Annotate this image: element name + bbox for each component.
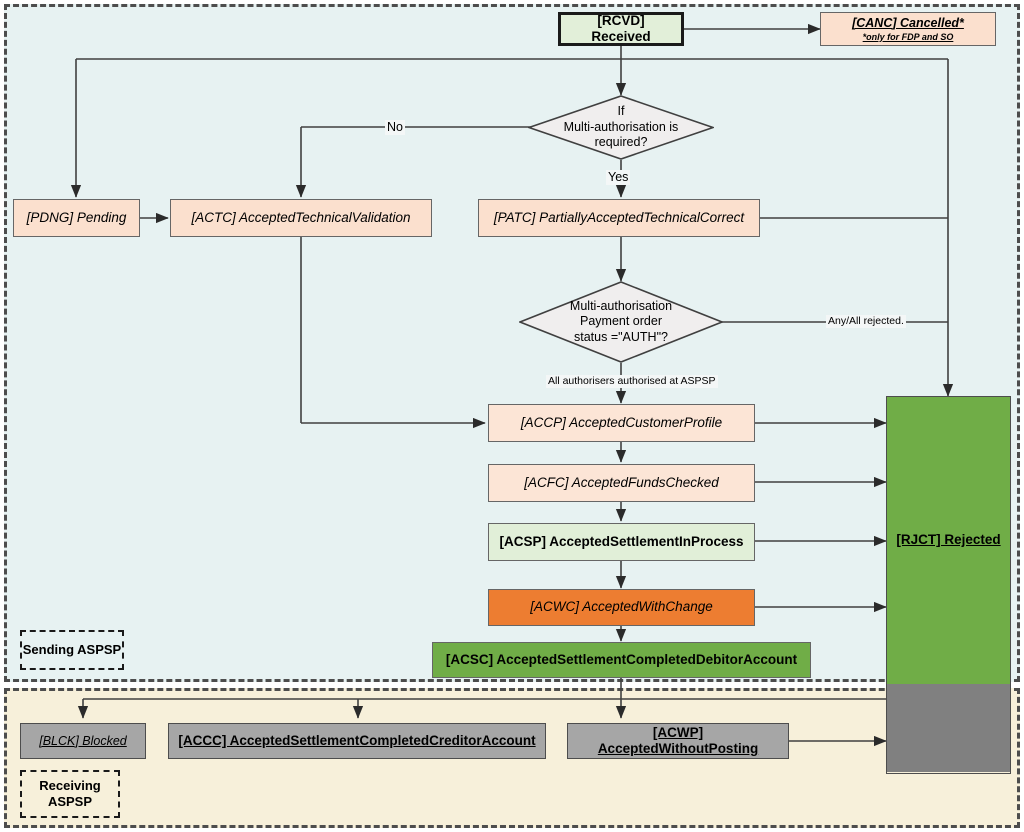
node-label: [ACSP] AcceptedSettlementInProcess [499, 533, 744, 549]
decision-line-1: If [617, 104, 625, 119]
lane-label-receiving-aspsp: Receiving ASPSP [20, 770, 120, 818]
node-label: [CANC] Cancelled* [852, 15, 964, 30]
node-pdng-pending[interactable]: [PDNG] Pending [13, 199, 140, 237]
node-blck-blocked[interactable]: [BLCK] Blocked [20, 723, 146, 759]
node-label: [ACFC] AcceptedFundsChecked [524, 474, 719, 490]
lane-label-text-line2: ASPSP [47, 794, 93, 809]
decision-payment-order-status-auth[interactable]: Multi-authorisation Payment order status… [519, 281, 723, 363]
node-label: [ACSC] AcceptedSettlementCompletedDebito… [445, 651, 798, 667]
node-actc-accepted-technical-validation[interactable]: [ACTC] AcceptedTechnicalValidation [170, 199, 432, 237]
node-label: [RJCT] Rejected [896, 532, 1001, 547]
rjct-grey-segment [887, 684, 1010, 772]
decision-line-2: Payment order [580, 314, 662, 329]
node-label: [BLCK] Blocked [39, 733, 127, 748]
node-acwp-accepted-without-posting[interactable]: [ACWP] AcceptedWithoutPosting [567, 723, 789, 759]
edge-label-all-authorisers: All authorisers authorised at ASPSP [546, 375, 718, 388]
node-label: [PDNG] Pending [26, 209, 127, 225]
lane-sending-aspsp [4, 4, 1020, 682]
node-label: [RCVD] Received [591, 12, 651, 44]
lane-label-text: Sending ASPSP [22, 641, 122, 657]
decision-multi-authorisation-required[interactable]: If Multi-authorisation is required? [528, 95, 714, 160]
node-label: [ACTC] AcceptedTechnicalValidation [191, 209, 411, 225]
node-label: [PATC] PartiallyAcceptedTechnicalCorrect [493, 209, 745, 225]
node-acsp-accepted-settlement-in-process[interactable]: [ACSP] AcceptedSettlementInProcess [488, 523, 755, 561]
edge-label-no: No [385, 120, 405, 135]
node-acfc-accepted-funds-checked[interactable]: [ACFC] AcceptedFundsChecked [488, 464, 755, 502]
node-accc-accepted-settlement-completed-creditor-account[interactable]: [ACCC] AcceptedSettlementCompletedCredit… [168, 723, 546, 759]
lane-label-text-line1: Receiving [39, 777, 101, 793]
decision-line-3: status ="AUTH"? [574, 329, 668, 344]
decision-line-2: Multi-authorisation is [563, 119, 679, 134]
node-canc-cancelled[interactable]: [CANC] Cancelled* *only for FDP and SO [820, 12, 996, 46]
node-label: [ACCC] AcceptedSettlementCompletedCredit… [178, 732, 536, 748]
edge-label-any-all-rejected: Any/All rejected. [826, 315, 906, 328]
node-rcvd-received[interactable]: [RCVD] Received [558, 12, 684, 46]
node-patc-partially-accepted-technical-correct[interactable]: [PATC] PartiallyAcceptedTechnicalCorrect [478, 199, 760, 237]
node-accp-accepted-customer-profile[interactable]: [ACCP] AcceptedCustomerProfile [488, 404, 755, 442]
rjct-green-segment [887, 397, 1010, 684]
node-label: [ACCP] AcceptedCustomerProfile [520, 414, 723, 430]
node-label: [ACWC] AcceptedWithChange [530, 599, 713, 615]
node-label: [ACWP] AcceptedWithoutPosting [597, 724, 759, 756]
node-acsc-accepted-settlement-completed-debitor-account[interactable]: [ACSC] AcceptedSettlementCompletedDebito… [432, 642, 811, 678]
node-rjct-rejected[interactable]: [RJCT] Rejected [886, 396, 1011, 774]
edge-label-yes: Yes [606, 170, 631, 185]
decision-line-3: required? [594, 135, 648, 150]
lane-label-sending-aspsp: Sending ASPSP [20, 630, 124, 670]
node-footnote: *only for FDP and SO [862, 31, 954, 42]
decision-line-1: Multi-authorisation [569, 298, 673, 313]
node-acwc-accepted-with-change[interactable]: [ACWC] AcceptedWithChange [488, 589, 755, 626]
